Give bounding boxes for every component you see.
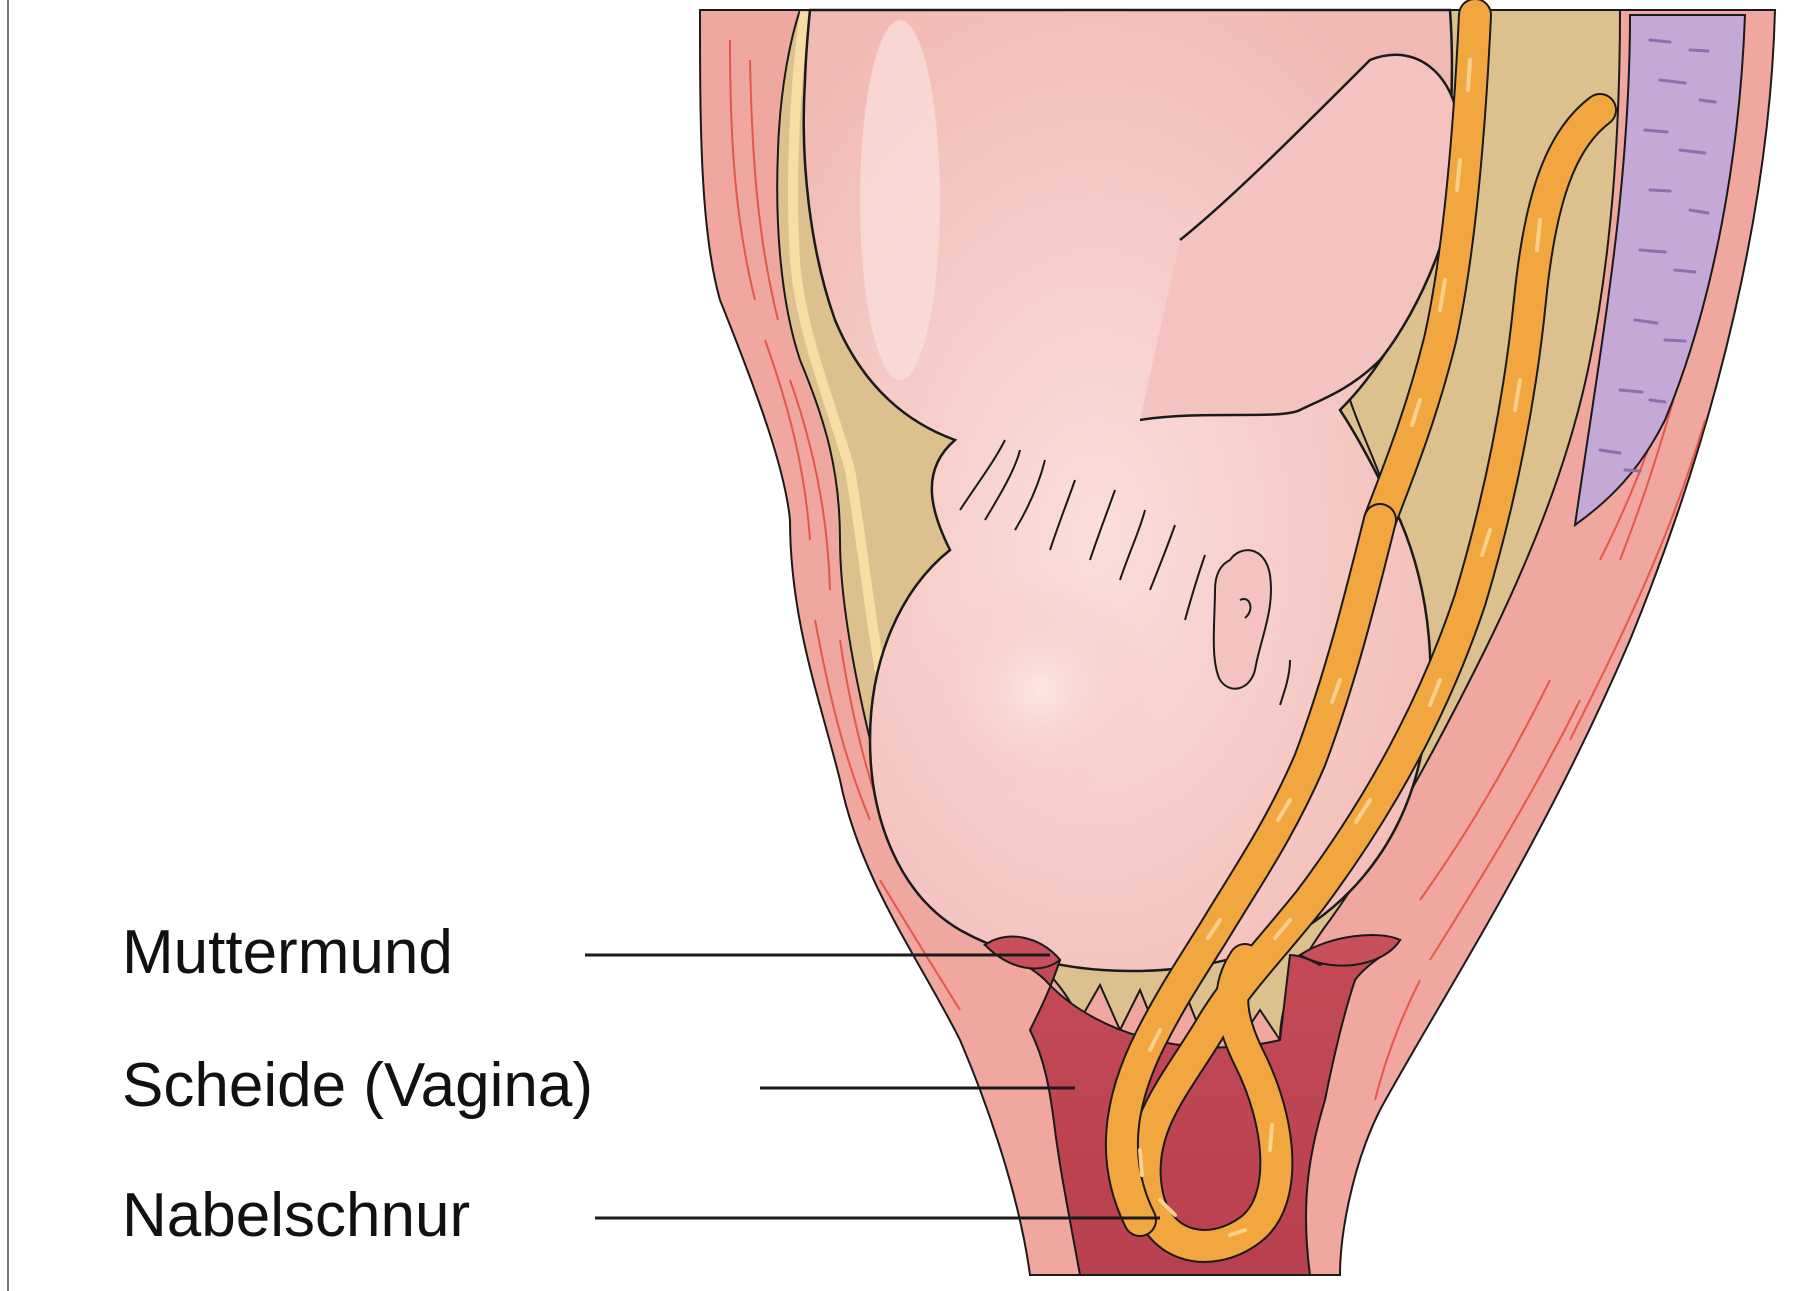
head-highlight <box>920 580 1160 800</box>
label-muttermund: Muttermund <box>122 922 453 984</box>
label-scheide: Scheide (Vagina) <box>122 1055 593 1117</box>
back-highlight <box>860 20 940 380</box>
label-nabelschnur: Nabelschnur <box>122 1185 470 1247</box>
